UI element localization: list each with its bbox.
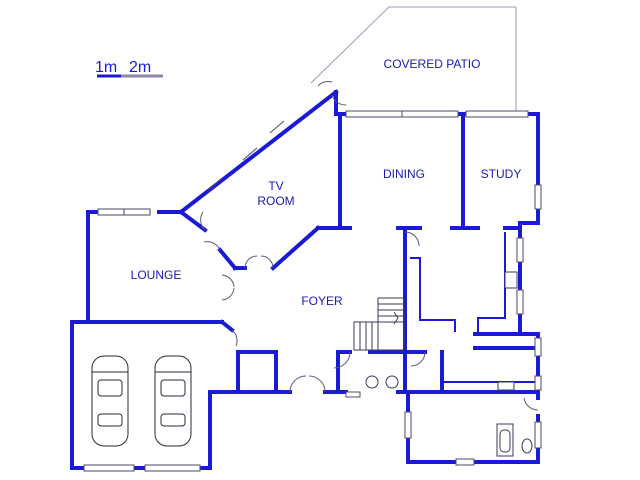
scullery-door-icon (410, 351, 426, 367)
lounge-door-icon (200, 211, 221, 251)
label-tv-room-line2: ROOM (257, 194, 294, 208)
stove-icon (504, 271, 518, 289)
kitchen-counters (410, 232, 538, 391)
kitchen-door-icon (404, 231, 420, 247)
label-study: STUDY (481, 167, 522, 181)
label-tv-room-line1: TV (268, 179, 283, 193)
car-icon (154, 355, 192, 447)
sink-icon (497, 381, 515, 391)
label-foyer: FOYER (301, 294, 343, 308)
staircase (353, 297, 405, 351)
garage-cars (91, 355, 192, 447)
front-door-icon (289, 375, 326, 393)
doors (200, 81, 539, 411)
car-icon (91, 355, 129, 447)
tv-room-door-icon (244, 255, 274, 269)
wc-basin-icon (365, 375, 379, 389)
toilet-icon (521, 438, 533, 454)
wc-toilet-icon (385, 375, 399, 389)
patio-door-icon (317, 81, 347, 106)
scale-bar: 1m 2m (95, 59, 163, 78)
label-lounge: LOUNGE (131, 268, 182, 282)
covered-patio-outline (310, 6, 517, 114)
scale-label-2m: 2m (129, 59, 151, 76)
bathroom-fixtures (365, 375, 533, 457)
foyer-side-door-icon (221, 274, 235, 301)
label-covered-patio: COVERED PATIO (384, 57, 481, 71)
windows (83, 110, 542, 472)
wc-door-icon (333, 351, 351, 369)
laundry-door-icon (523, 397, 539, 411)
garage-door-icon (231, 329, 238, 347)
room-labels: COVERED PATIO DINING STUDY TV ROOM LOUNG… (131, 57, 522, 308)
scale-label-1m: 1m (95, 59, 117, 76)
label-dining: DINING (383, 167, 425, 181)
